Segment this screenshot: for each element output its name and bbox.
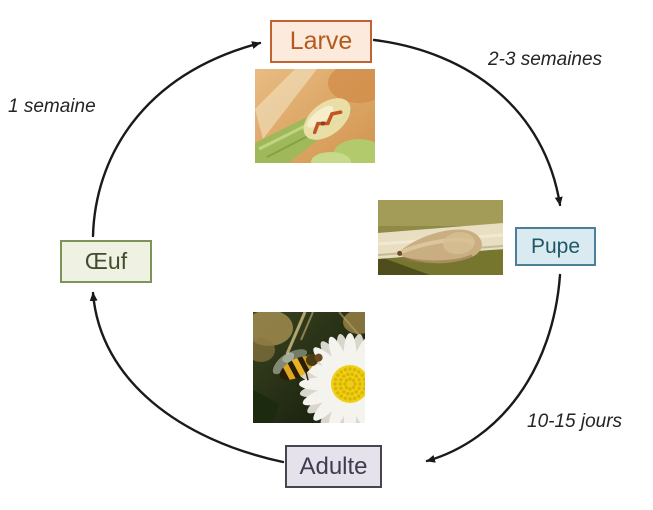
node-oeuf-label: Œuf bbox=[84, 248, 128, 274]
pupa-body bbox=[395, 229, 482, 264]
straw-stem bbox=[285, 312, 307, 355]
adult-photo bbox=[253, 312, 365, 423]
arrow-pupe-to-adulte bbox=[425, 273, 562, 463]
adult-illustration bbox=[253, 312, 365, 423]
daisy-center bbox=[331, 365, 365, 403]
edge-label-pupe-adulte: 10-15 jours bbox=[527, 411, 623, 432]
node-adulte-label: Adulte bbox=[299, 452, 368, 480]
arrow-oeuf-to-larve bbox=[91, 41, 262, 238]
node-adulte: Adulte bbox=[285, 445, 382, 488]
node-larve-label: Larve bbox=[289, 27, 353, 55]
larva-body bbox=[303, 98, 351, 140]
edge-label-oeuf-larve: 1 semaine bbox=[8, 96, 96, 117]
node-pupe-label: Pupe bbox=[530, 235, 581, 258]
edge-label-larve-pupe: 2-3 semaines bbox=[488, 49, 603, 70]
node-oeuf: Œuf bbox=[60, 240, 152, 283]
larva-photo bbox=[255, 69, 375, 163]
node-pupe: Pupe bbox=[515, 227, 596, 266]
larva-illustration bbox=[255, 69, 375, 163]
node-larve: Larve bbox=[270, 20, 372, 63]
daisy-florets bbox=[333, 367, 365, 401]
pupa-illustration bbox=[378, 200, 503, 275]
pupa-photo bbox=[378, 200, 503, 275]
